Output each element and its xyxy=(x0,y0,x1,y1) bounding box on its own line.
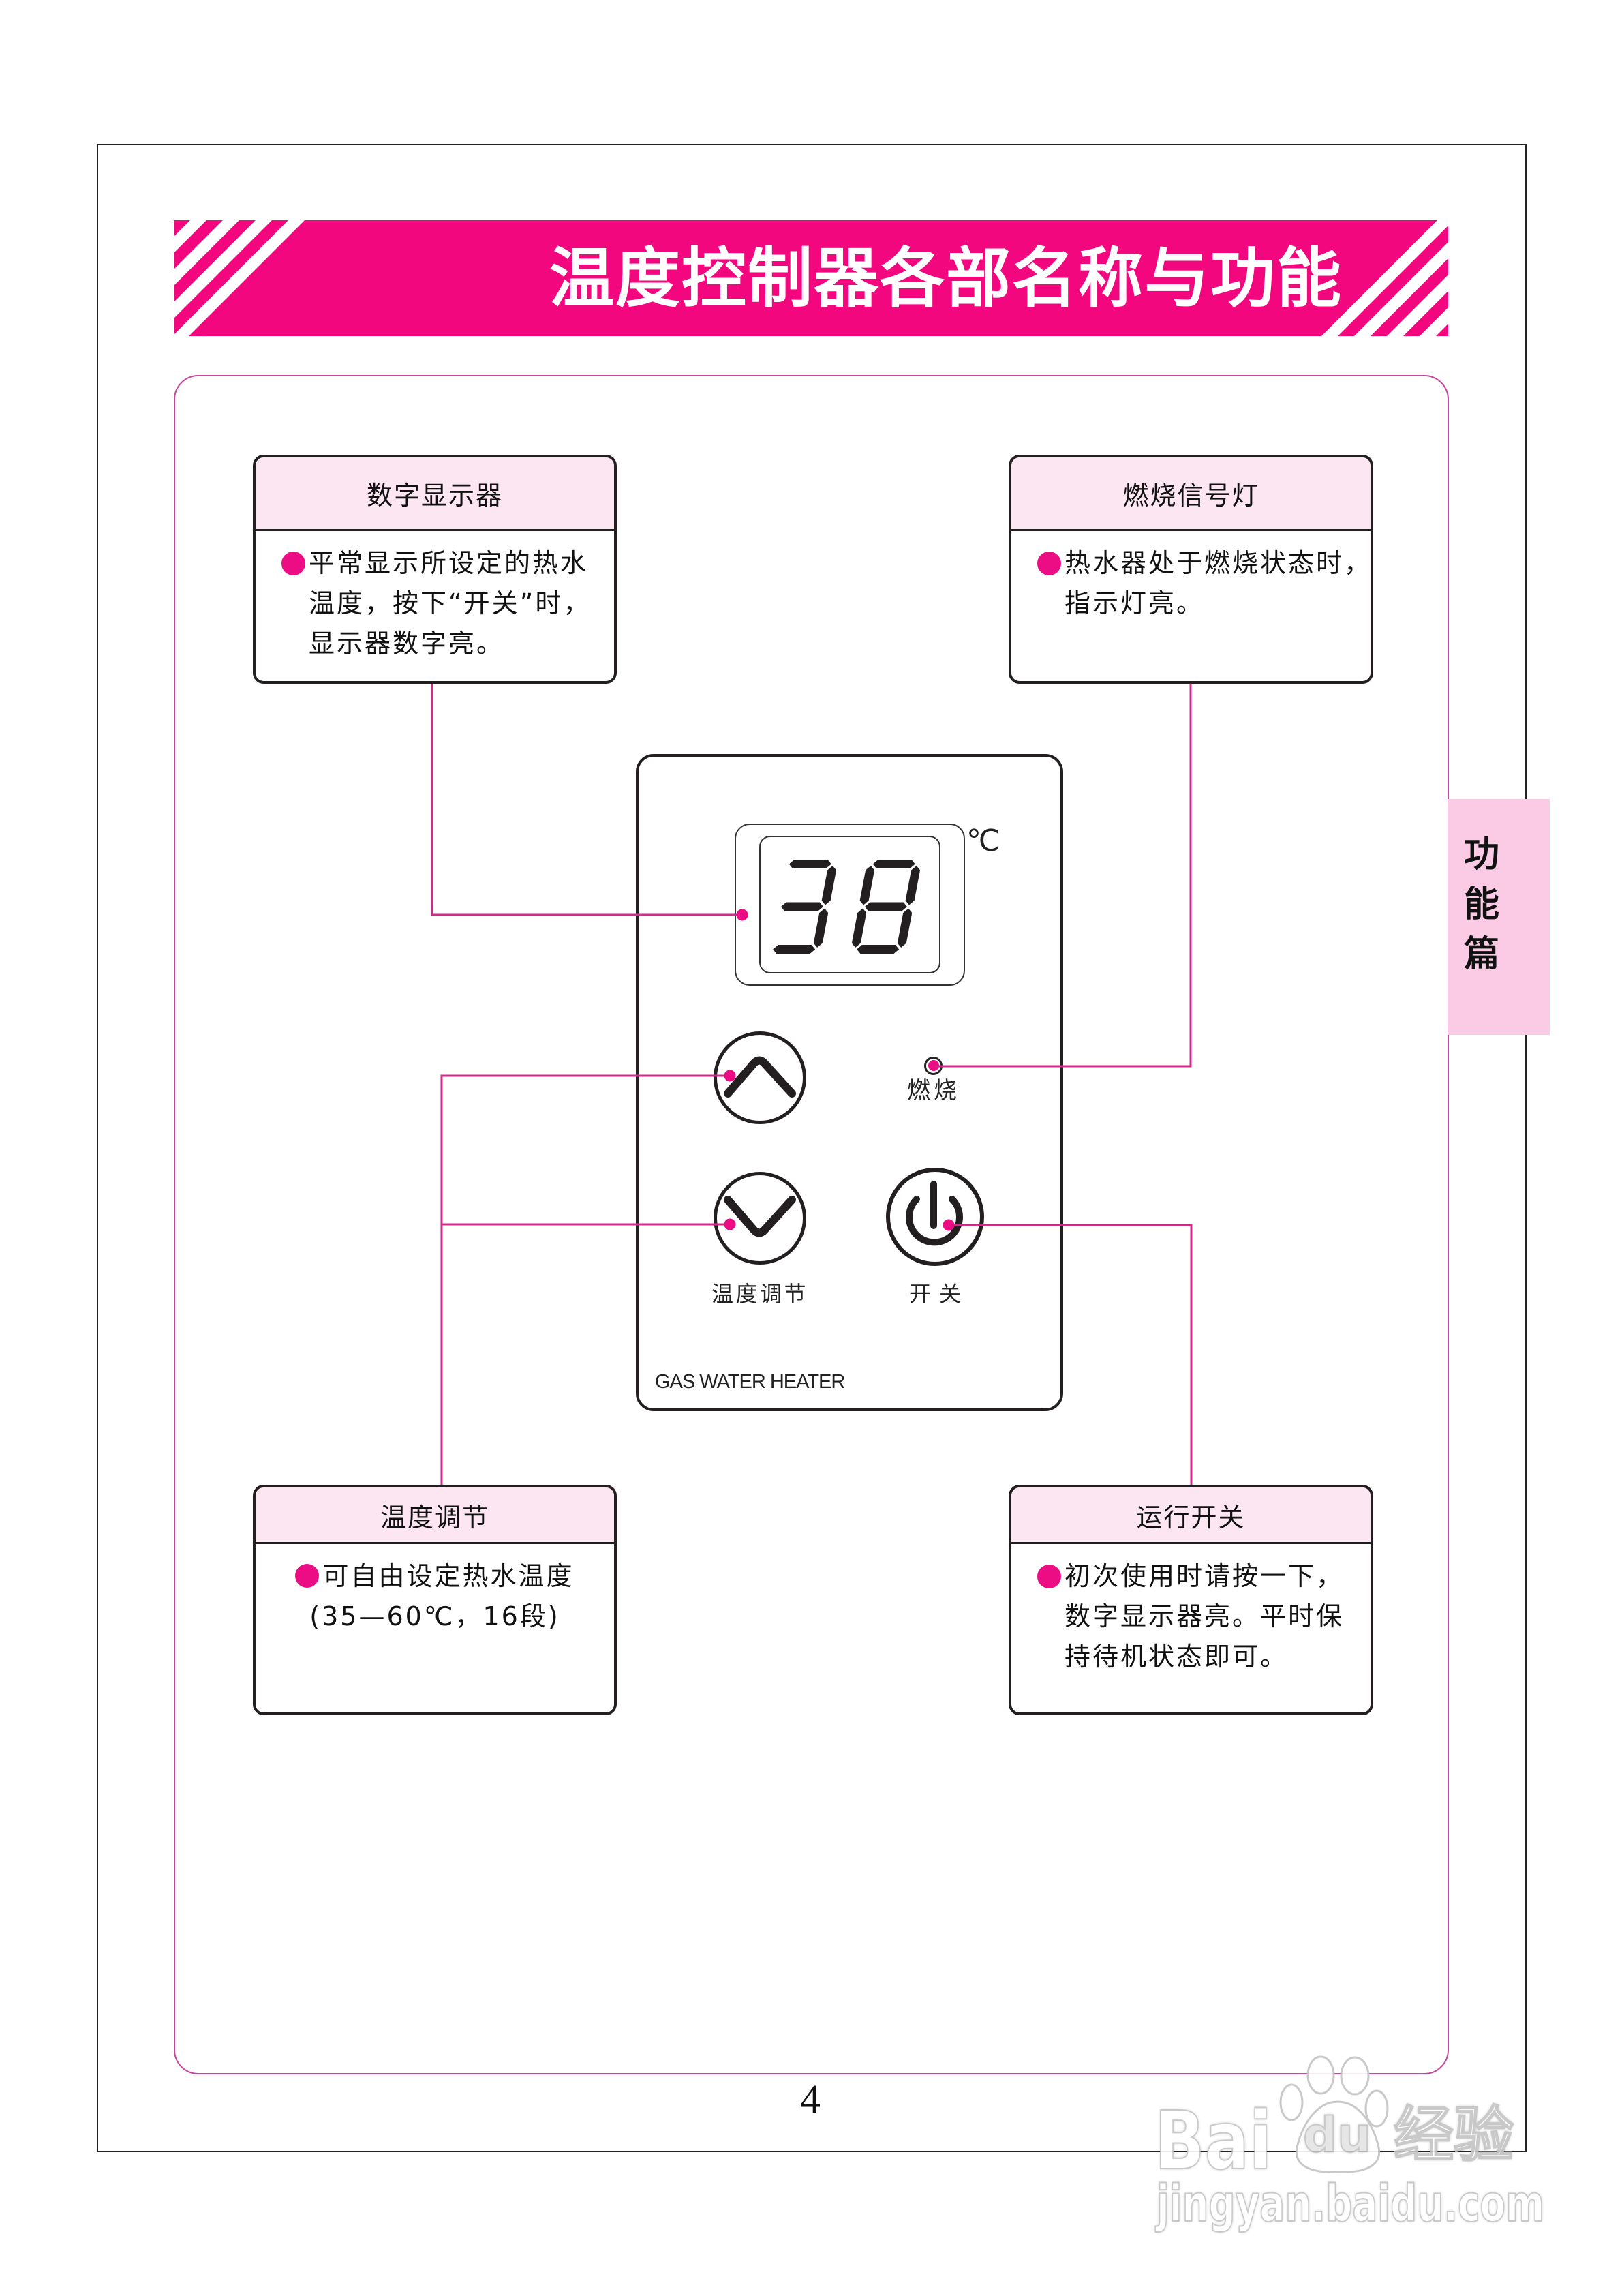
temperature-adjust-label: 温度调节 xyxy=(711,1281,809,1307)
power-icon xyxy=(906,1181,963,1246)
callout-line: 指示灯亮。 xyxy=(1065,588,1205,618)
callout-title: 运行开关 xyxy=(1011,1487,1371,1544)
callout-line: 可自由设定热水温度 xyxy=(256,1556,614,1597)
callout-line: 显示器数字亮。 xyxy=(309,629,505,659)
callout-line: 初次使用时请按一下， xyxy=(1065,1561,1345,1591)
chevron-up-icon xyxy=(724,1056,796,1098)
banner-stripe xyxy=(1338,226,1448,336)
temperature-unit: ℃ xyxy=(966,824,1000,858)
bullet-dot-icon xyxy=(295,1564,320,1588)
callout-power-switch: 运行开关 初次使用时请按一下， 数字显示器亮。平时保 持待机状态即可。 xyxy=(1009,1485,1373,1715)
side-tab-section: 功 能 篇 xyxy=(1448,799,1550,1035)
outer-border xyxy=(97,144,1527,2152)
temperature-up-button[interactable] xyxy=(714,1031,806,1124)
content-frame xyxy=(174,375,1449,2074)
watermark-logo-left: Bai xyxy=(1154,2094,1272,2188)
watermark-logo-paw-text: du xyxy=(1302,2107,1372,2163)
bullet-dot-icon xyxy=(1037,1565,1061,1588)
paw-icon xyxy=(1279,2055,1389,2173)
banner-stripe xyxy=(174,220,223,269)
page-title: 温度控制器各部名称与功能 xyxy=(549,241,1343,316)
callout-line: 持待机状态即可。 xyxy=(1065,1642,1289,1672)
bullet-dot-icon xyxy=(1037,552,1061,575)
callout-temperature-adjust: 温度调节 可自由设定热水温度 (35—60℃，16段) xyxy=(253,1485,617,1715)
callout-digital-display: 数字显示器 平常显示所设定的热水 温度，按下“开关”时， 显示器数字亮。 xyxy=(253,455,617,684)
banner-stripe xyxy=(1436,324,1448,336)
banner-stripe xyxy=(174,220,288,335)
callout-body: 平常显示所设定的热水 温度，按下“开关”时， 显示器数字亮。 xyxy=(256,531,614,664)
side-tab-char: 能 xyxy=(1464,884,1500,925)
burn-indicator-dot xyxy=(928,1060,939,1071)
brand-label: GAS WATER HEATER xyxy=(655,1371,845,1393)
temperature-down-button[interactable] xyxy=(714,1172,806,1265)
callout-line: 热水器处于燃烧状态时， xyxy=(1065,548,1373,578)
burn-label: 燃烧 xyxy=(907,1077,960,1104)
bullet-dot-icon xyxy=(281,552,305,575)
title-banner xyxy=(174,220,1448,336)
page-number: 4 xyxy=(800,2076,821,2121)
callout-body: 热水器处于燃烧状态时， 指示灯亮。 xyxy=(1011,531,1371,624)
chevron-down-icon xyxy=(724,1196,796,1237)
side-tab-char: 功 xyxy=(1464,834,1500,875)
banner-stripe xyxy=(174,220,190,237)
power-button[interactable] xyxy=(886,1168,984,1266)
callout-line: 平常显示所设定的热水 xyxy=(309,548,589,578)
banner-stripe xyxy=(1371,258,1448,336)
watermark-logo-right: 经验 xyxy=(1393,2100,1514,2170)
watermark-url: jingyan.baidu.com xyxy=(1156,2174,1545,2234)
banner-stripe xyxy=(1403,291,1448,336)
callout-body: 初次使用时请按一下， 数字显示器亮。平时保 持待机状态即可。 xyxy=(1011,1544,1371,1677)
callout-body: 可自由设定热水温度 (35—60℃，16段) xyxy=(256,1544,614,1637)
callout-line: 数字显示器亮。平时保 xyxy=(1065,1601,1345,1631)
callout-line-text: 可自由设定热水温度 xyxy=(322,1561,575,1591)
callout-title: 数字显示器 xyxy=(256,457,614,531)
digital-display-screen xyxy=(759,836,940,973)
callout-line: (35—60℃，16段) xyxy=(309,1601,560,1631)
banner-stripe xyxy=(174,220,256,302)
callout-line: 温度，按下“开关”时， xyxy=(309,588,592,618)
callout-burn-signal-light: 燃烧信号灯 热水器处于燃烧状态时， 指示灯亮。 xyxy=(1009,455,1373,684)
power-label: 开关 xyxy=(909,1281,970,1307)
callout-title: 温度调节 xyxy=(256,1487,614,1544)
banner-main xyxy=(189,220,1437,336)
burn-indicator-light xyxy=(924,1057,943,1075)
callout-title: 燃烧信号灯 xyxy=(1011,457,1371,531)
side-tab-char: 篇 xyxy=(1464,934,1500,975)
